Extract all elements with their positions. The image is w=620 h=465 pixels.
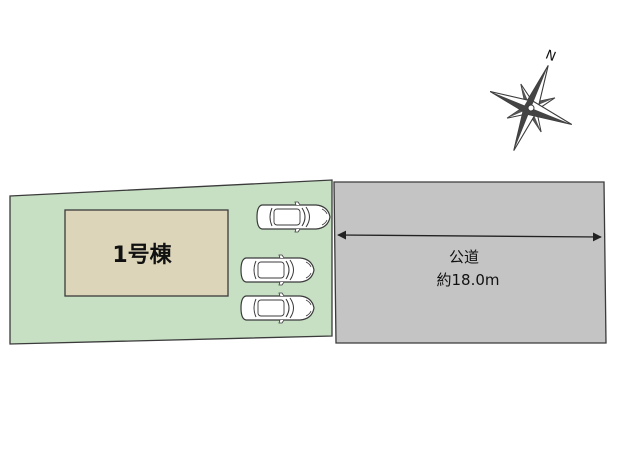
road-label: 公道	[449, 248, 479, 266]
compass-rose-icon	[489, 65, 573, 151]
car-icon	[240, 292, 315, 324]
compass-north-label: N	[543, 48, 558, 66]
public-road	[333, 181, 607, 344]
building-1-footprint	[64, 209, 229, 297]
road-width-arrow	[337, 230, 602, 242]
car-icon	[256, 201, 331, 233]
road-width-label: 約18.0m	[436, 271, 499, 289]
car-icon	[240, 254, 315, 286]
building-label: 1号棟	[112, 242, 172, 268]
